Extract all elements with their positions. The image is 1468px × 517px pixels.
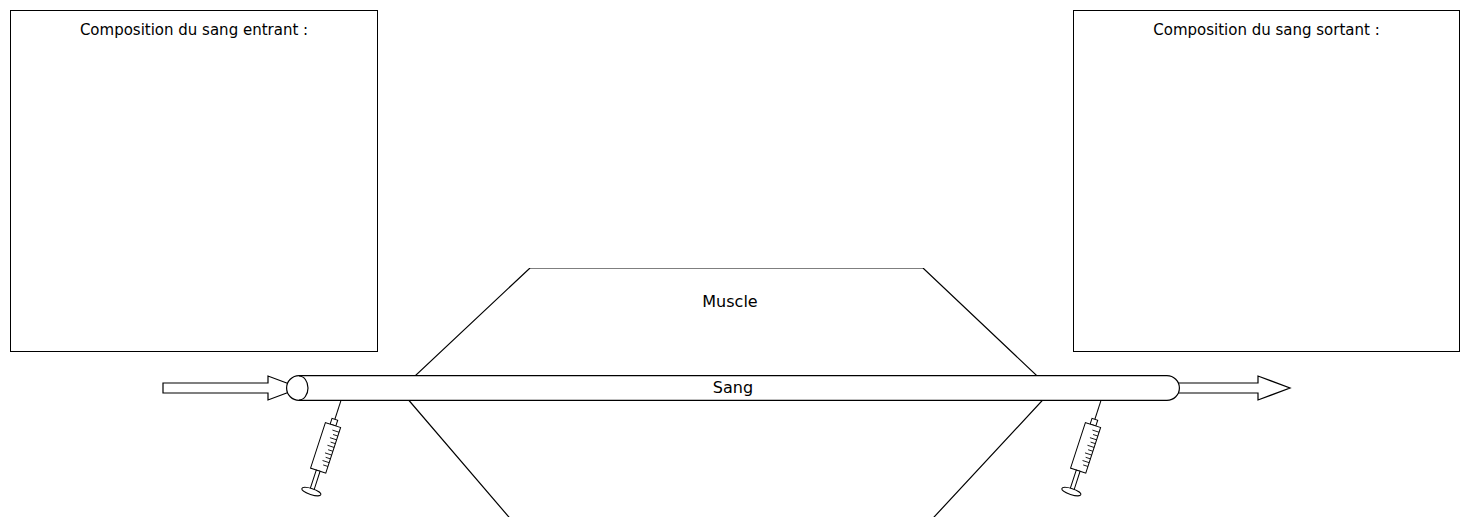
inflow-arrow bbox=[163, 376, 300, 400]
shape-label: Muscle bbox=[400, 292, 1060, 311]
answer-box: Composition du sang entrant : bbox=[10, 10, 378, 352]
box-heading: Composition du sang sortant : bbox=[1086, 21, 1447, 39]
blood-vessel: Sang bbox=[286, 375, 1180, 401]
box-heading: Composition du sang entrant : bbox=[23, 21, 365, 39]
shape-label: Sang bbox=[286, 378, 1180, 397]
outflow-arrow bbox=[1176, 376, 1290, 400]
tube-opening bbox=[299, 376, 308, 400]
answer-box: Composition du sang sortant : bbox=[1073, 10, 1460, 352]
tube-outline bbox=[287, 376, 1180, 401]
